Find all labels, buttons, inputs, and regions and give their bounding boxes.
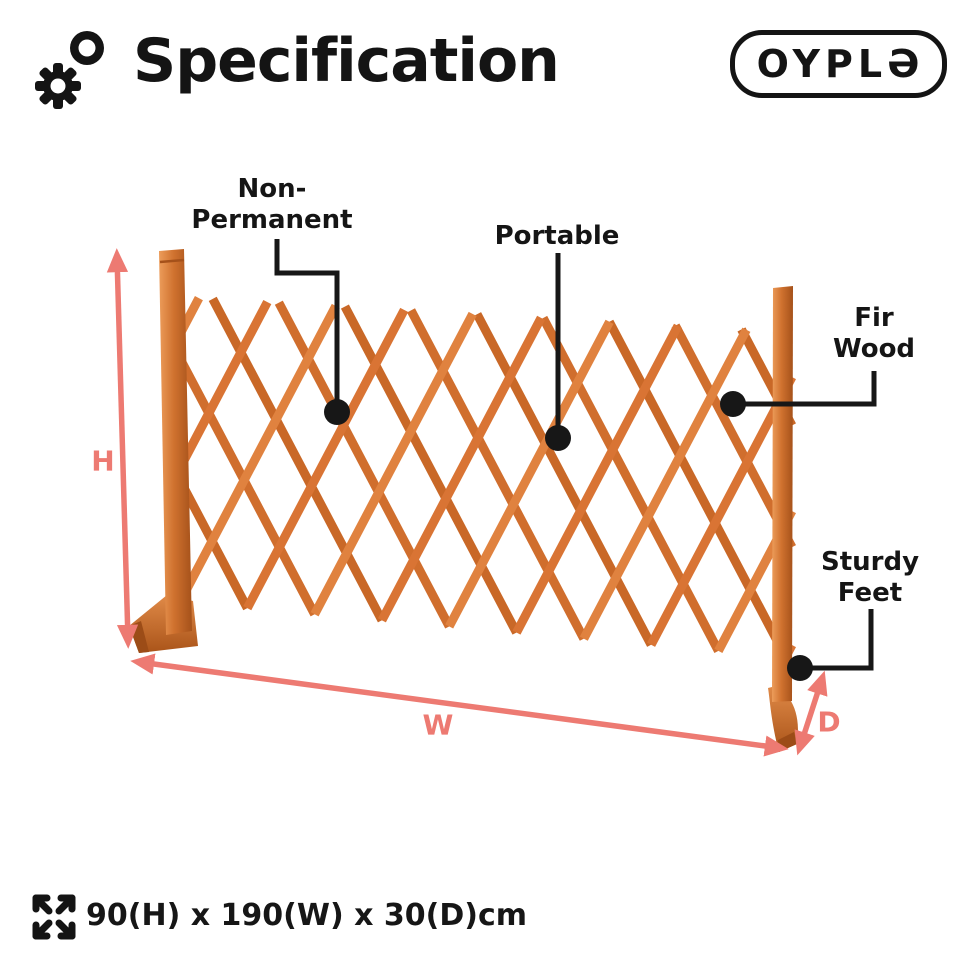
depth-label: D [817,705,841,739]
expand-arrows-icon [32,894,76,940]
fir-wood-label: Fir Wood [832,303,916,364]
page-title: Specification [133,26,560,96]
fir-wood-connector [735,371,877,407]
non-permanent-connector [274,239,340,410]
sturdy-feet-connector [801,609,874,671]
size-summary: 90(H) x 190(W) x 30(D)cm [86,898,528,933]
sturdy-feet-label: Sturdy Feet [820,547,920,608]
height-dimension-arrow [106,248,139,649]
width-dimension-arrow [130,653,789,757]
non-permanent-dot [324,399,350,425]
portable-dot [545,425,571,451]
sturdy-feet-dot [787,655,813,681]
fence-lattice [173,296,796,660]
brand-logo-text: OYPLƏ [756,42,925,86]
fir-wood-dot [720,391,746,417]
width-label: W [422,708,454,742]
height-label: H [91,444,115,478]
gears-icon [35,31,104,109]
portable-label: Portable [494,221,620,251]
fence-left-post [129,249,198,653]
brand-logo: OYPLƏ [730,30,947,98]
fence-right-post [768,286,799,752]
depth-dimension-arrow [794,670,828,756]
non-permanent-label: Non- Permanent [191,174,353,235]
